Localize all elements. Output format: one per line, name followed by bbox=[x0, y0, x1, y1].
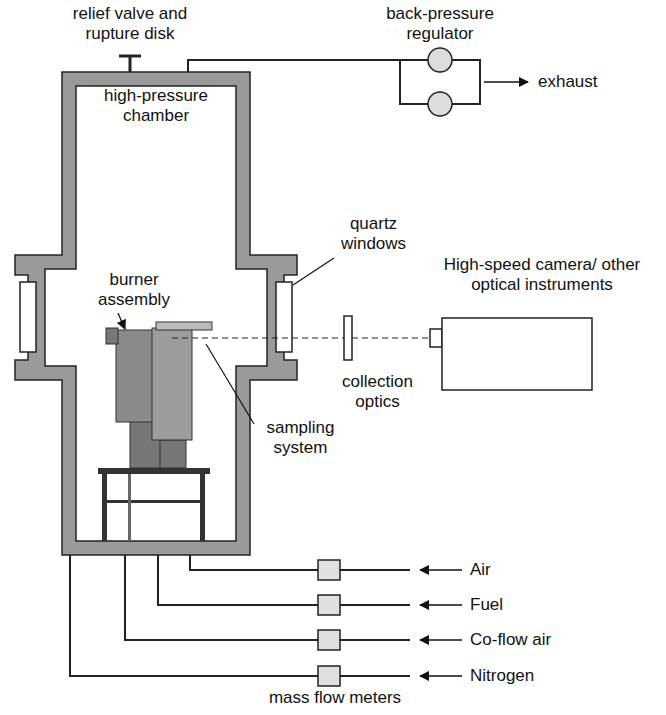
chamber-node: high-pressure chamber bbox=[15, 70, 297, 555]
part-label: relief valve and rupture disk bbox=[45, 4, 215, 44]
quartz-window bbox=[276, 282, 292, 352]
leader-line bbox=[293, 258, 334, 285]
part-label: sampling system bbox=[258, 418, 343, 458]
collection-optics-lens bbox=[344, 316, 352, 360]
quartz-window bbox=[20, 282, 36, 352]
inflow-arrow bbox=[420, 639, 462, 641]
supply-pipe bbox=[70, 555, 318, 676]
part-label: quartz windows bbox=[326, 214, 421, 254]
leader-line bbox=[206, 344, 254, 424]
regulator-symbol bbox=[428, 92, 452, 116]
relief-valve-cap bbox=[119, 55, 141, 58]
burner-body bbox=[116, 330, 156, 422]
mass-flow-meter bbox=[318, 666, 340, 686]
camera-body bbox=[442, 318, 592, 390]
part-label: Air bbox=[470, 560, 491, 580]
sampling-probe bbox=[156, 322, 212, 330]
part-label: back-pressure regulator bbox=[370, 4, 510, 44]
supply-pipe bbox=[340, 570, 410, 676]
regulator-symbol bbox=[428, 48, 452, 72]
part-label: Fuel bbox=[470, 595, 503, 615]
burner-knob bbox=[106, 328, 118, 344]
camera-lens bbox=[430, 329, 442, 347]
inflow-arrow bbox=[420, 569, 462, 571]
burner-stand bbox=[200, 474, 205, 541]
part-label: mass flow meters bbox=[240, 688, 430, 708]
chamber-wall bbox=[15, 72, 297, 555]
part-label: burner assembly bbox=[84, 270, 184, 310]
node-label: High-speed camera/ other optical instrum… bbox=[424, 255, 660, 295]
optical-path bbox=[172, 337, 430, 338]
part-label: Co-flow air bbox=[470, 630, 551, 650]
node-label: high-pressure chamber bbox=[86, 86, 226, 126]
burner-stem bbox=[128, 474, 131, 541]
burner-stand bbox=[98, 468, 210, 474]
inflow-arrow bbox=[420, 604, 462, 606]
exhaust-arrow bbox=[484, 81, 528, 83]
relief-valve-stem bbox=[129, 56, 132, 72]
part-label: Nitrogen bbox=[470, 666, 534, 686]
mass-flow-meter bbox=[318, 630, 340, 650]
camera-node: High-speed camera/ other optical instrum… bbox=[424, 255, 660, 395]
burner-body bbox=[160, 440, 186, 468]
part-label: exhaust bbox=[538, 72, 598, 92]
burner-body bbox=[152, 328, 192, 440]
mass-flow-meter bbox=[318, 595, 340, 615]
mass-flow-meter bbox=[318, 560, 340, 580]
burner-stand bbox=[102, 474, 107, 541]
inflow-arrow bbox=[420, 675, 462, 677]
leader-arrow bbox=[118, 313, 125, 329]
burner-stand bbox=[102, 500, 205, 503]
part-label: collection optics bbox=[330, 372, 425, 412]
